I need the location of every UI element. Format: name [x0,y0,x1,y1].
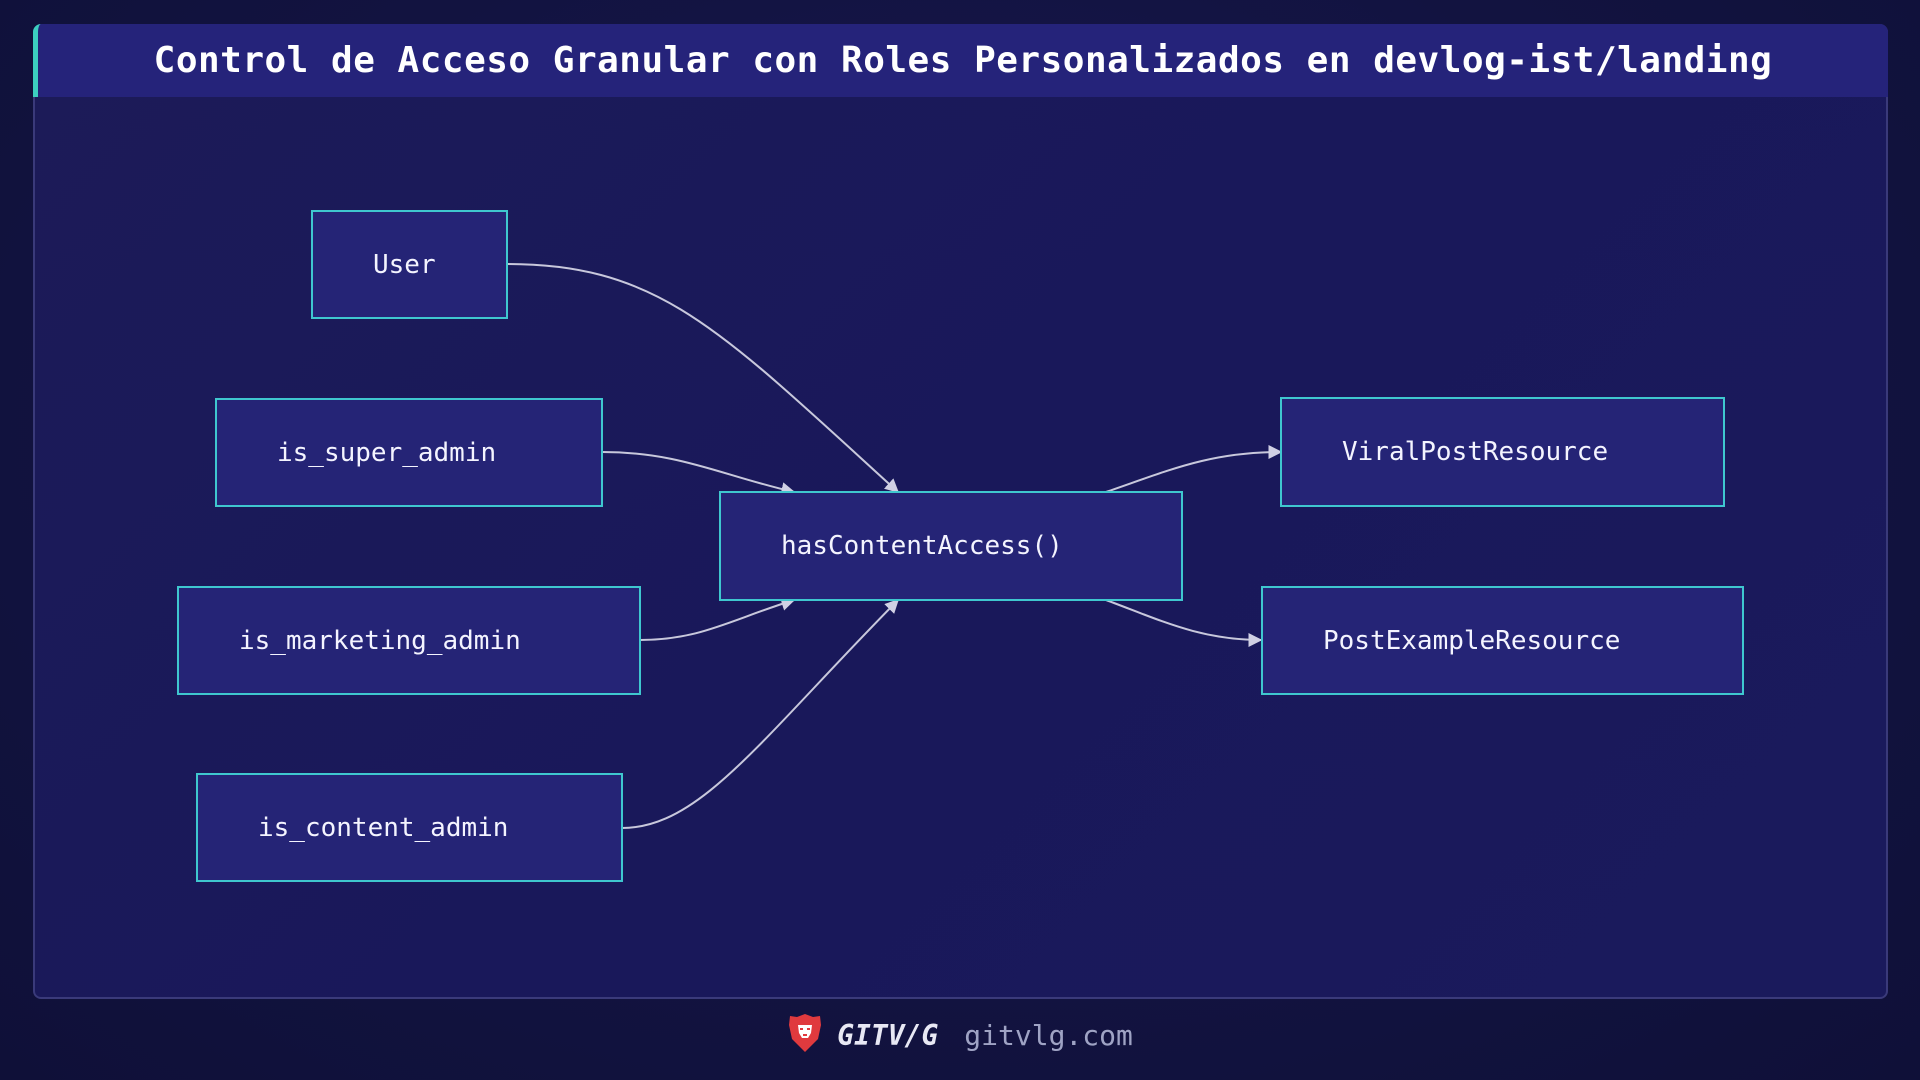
node-is-marketing-admin-label: is_marketing_admin [239,625,521,656]
node-is-super-admin: is_super_admin [215,398,603,507]
node-is-super-admin-label: is_super_admin [277,437,497,468]
node-user: User [311,210,508,319]
node-viral-post-resource: ViralPostResource [1280,397,1725,507]
node-post-example-resource: PostExampleResource [1261,586,1744,695]
title-bar: Control de Acceso Granular con Roles Per… [33,24,1888,97]
node-has-content-access-label: hasContentAccess() [781,531,1063,561]
node-is-content-admin: is_content_admin [196,773,623,882]
page-title: Control de Acceso Granular con Roles Per… [153,40,1773,81]
footer: GITV/G gitvlg.com [0,1010,1920,1060]
brand-logo-text: GITV/G [837,1018,939,1052]
node-is-marketing-admin: is_marketing_admin [177,586,641,695]
node-post-example-resource-label: PostExampleResource [1323,625,1621,656]
node-viral-post-resource-label: ViralPostResource [1342,437,1609,467]
lion-shield-icon [787,1013,823,1057]
node-has-content-access: hasContentAccess() [719,491,1183,601]
site-link[interactable]: gitvlg.com [964,1018,1133,1052]
node-is-content-admin-label: is_content_admin [258,812,509,843]
node-user-label: User [373,249,436,280]
